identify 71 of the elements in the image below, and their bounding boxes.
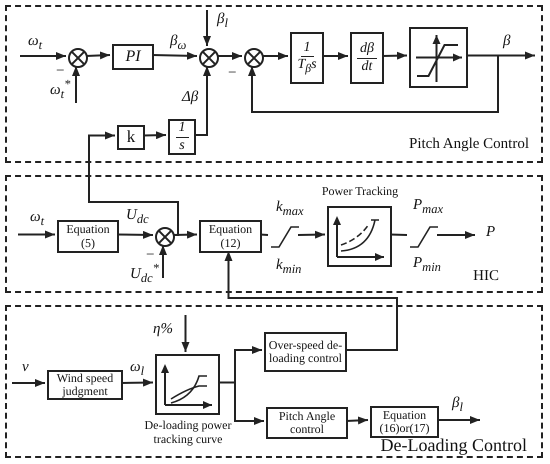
arrow	[298, 230, 326, 239]
arrow	[262, 52, 288, 60]
transfer-function-box	[168, 119, 196, 155]
signal-label: β	[503, 34, 510, 49]
minus-sign: −	[56, 64, 64, 79]
signal-label: η%	[153, 322, 173, 337]
arrow	[382, 52, 408, 60]
process-box: Equation (12)	[199, 220, 262, 253]
arrow	[72, 66, 80, 103]
control-group-frame	[5, 5, 543, 163]
arrow	[20, 52, 66, 60]
signal-label: Δβ	[182, 90, 198, 105]
block-caption: Power Tracking	[320, 184, 400, 198]
transfer-function-box	[350, 32, 384, 84]
process-box: Equation (5)	[57, 220, 119, 253]
process-box: Over-speed de-loading control	[264, 332, 347, 372]
control-group-frame	[5, 305, 543, 458]
control-group-frame	[5, 175, 543, 293]
numerator: dβ	[357, 41, 377, 58]
group-title: HIC	[473, 268, 499, 285]
limit-label: k$_{max}$	[276, 200, 304, 218]
arrow	[322, 52, 348, 60]
signal-label: ω$_{t}$	[28, 34, 42, 52]
arrow	[116, 230, 154, 239]
arrow	[346, 416, 368, 424]
arrow	[120, 378, 154, 387]
process-box: Pitch Angle control	[266, 407, 348, 439]
denominator: T$_{β}$s	[297, 57, 317, 76]
arrow	[194, 66, 211, 136]
arrow	[142, 131, 166, 140]
process-box: PI	[112, 44, 154, 70]
arrow	[248, 54, 499, 113]
arrow	[88, 132, 179, 236]
signal-line	[260, 234, 268, 236]
signal-label: β$_{l}$	[217, 12, 228, 30]
arrow	[18, 230, 55, 238]
arrow	[86, 51, 110, 60]
arrow	[437, 416, 480, 424]
arrow	[12, 379, 45, 387]
signal-label: ω$_{t}$	[30, 210, 44, 228]
process-box: Wind speed judgment	[47, 370, 123, 400]
group-title: Pitch Angle Control	[409, 136, 529, 153]
arrow	[182, 315, 190, 352]
process-box: Equation (16)or(17)	[370, 406, 439, 438]
signal-line	[390, 234, 408, 236]
signal-label: β$_{l}$	[452, 396, 463, 414]
numerator: 1	[300, 40, 314, 58]
arrow	[218, 382, 264, 425]
signal-label: β$_{ω}$	[170, 34, 186, 52]
arrow	[203, 10, 211, 46]
block-caption: De-loading power tracking curve	[144, 418, 232, 447]
signal-label: v	[22, 360, 29, 375]
denominator: s	[179, 138, 185, 154]
arrow	[224, 251, 398, 351]
arrow	[159, 245, 167, 278]
signal-label: U$_{dc}$	[126, 208, 149, 226]
minus-sign: −	[228, 66, 236, 81]
limit-label: k$_{min}$	[276, 258, 302, 276]
signal-label: ω$_{l}$	[130, 360, 144, 378]
transfer-function-box	[290, 32, 324, 84]
limit-label: P$_{min}$	[413, 256, 441, 274]
group-title: De-Loading Control	[380, 435, 527, 456]
arrow	[437, 231, 475, 239]
minus-sign: −	[146, 248, 154, 263]
denominator: dt	[362, 58, 372, 75]
arrow	[152, 52, 198, 60]
limit-label: P$_{max}$	[413, 198, 443, 216]
signal-label: P	[486, 225, 496, 240]
numerator: 1	[176, 120, 188, 138]
process-box: k	[117, 125, 145, 150]
arrow	[217, 52, 242, 60]
